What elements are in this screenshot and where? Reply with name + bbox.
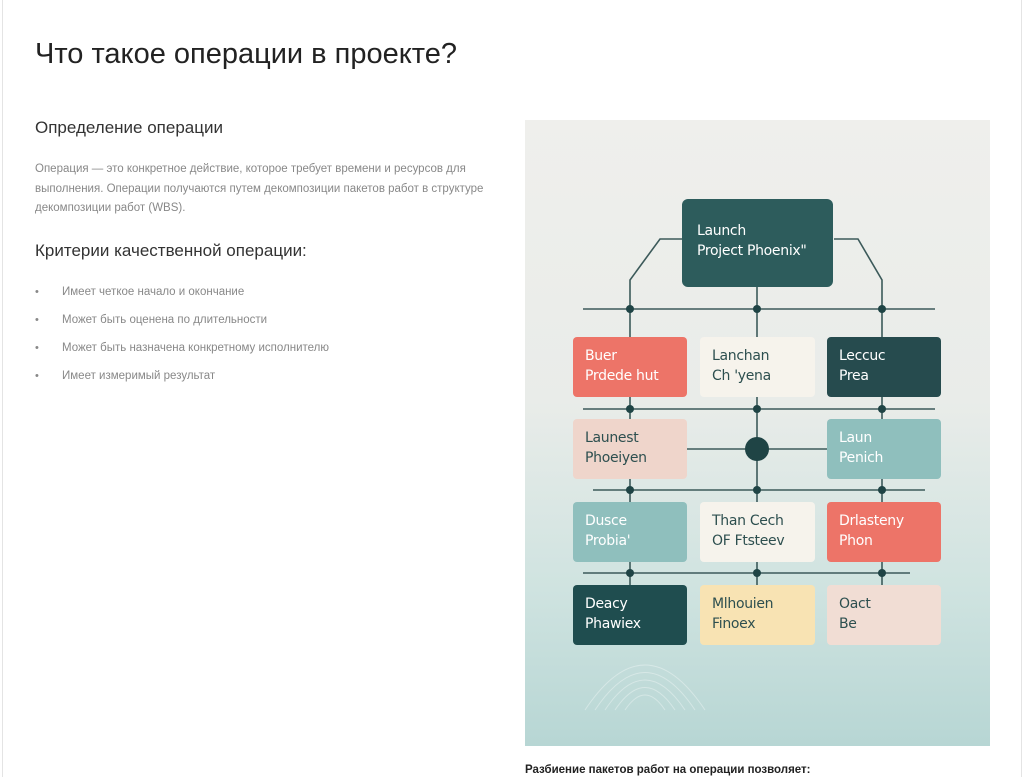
wbs-diagram-image: Launch Project Phoenix" Buer Prdede hut … <box>525 120 990 746</box>
bullet-icon: • <box>35 286 39 298</box>
node-line-1: Launest <box>585 430 639 446</box>
node-line-2: Project Phoenix" <box>697 243 807 259</box>
node-line-1: Than Cech <box>712 513 784 529</box>
slide-title: Что такое операции в проекте? <box>35 38 457 70</box>
criteria-item: • Может быть оценена по длительности <box>35 311 329 339</box>
diagram-root-node: Launch Project Phoenix" <box>682 199 833 287</box>
node-line-2: Penich <box>839 450 884 466</box>
node-line-2: Phoeiyen <box>585 450 647 466</box>
criteria-item-text: Может быть назначена конкретному исполни… <box>62 342 330 354</box>
node-line-1: Launch <box>697 223 746 239</box>
criteria-item-text: Имеет четкое начало и окончание <box>62 286 245 298</box>
diagram-node: Mlhouien Finoex <box>700 585 815 645</box>
node-line-2: Ch 'yena <box>712 368 771 384</box>
criteria-item: • Имеет измеримый результат <box>35 367 329 395</box>
criteria-item-text: Имеет измеримый результат <box>62 370 216 382</box>
node-line-1: Laun <box>839 430 872 446</box>
diagram-node: Deacy Phawiex <box>573 585 687 645</box>
node-line-2: Prdede hut <box>585 368 659 384</box>
node-line-2: Prea <box>839 368 869 384</box>
node-line-2: OF Ftsteev <box>712 533 785 549</box>
criteria-item: • Может быть назначена конкретному исполн… <box>35 339 329 367</box>
node-line-1: Deacy <box>585 596 628 612</box>
diagram-node: Lanchan Ch 'yena <box>700 337 815 397</box>
node-line-1: Oact <box>839 596 871 612</box>
criteria-item: • Имеет четкое начало и окончание <box>35 283 329 311</box>
diagram-node: Oact Be <box>827 585 941 645</box>
bullet-icon: • <box>35 314 39 326</box>
node-line-1: Mlhouien <box>712 596 774 612</box>
definition-heading: Определение операции <box>35 118 223 137</box>
diagram-node: Buer Prdede hut <box>573 337 687 397</box>
node-line-1: Dusce <box>585 513 627 529</box>
node-line-1: Leccuc <box>839 348 886 364</box>
criteria-item-text: Может быть оценена по длительности <box>62 314 268 326</box>
bullet-icon: • <box>35 342 39 354</box>
node-line-2: Probia' <box>585 533 631 549</box>
diagram-node: Dusce Probia' <box>573 502 687 562</box>
node-line-1: Drlasteny <box>839 513 904 529</box>
node-line-1: Lanchan <box>712 348 770 364</box>
criteria-list: • Имеет четкое начало и окончание • Может … <box>35 283 329 395</box>
diagram-node: Drlasteny Phon <box>827 502 941 562</box>
node-line-2: Phon <box>839 533 873 549</box>
node-line-1: Buer <box>585 348 617 364</box>
node-line-2: Finoex <box>712 616 756 632</box>
diagram-node: Launest Phoeiyen <box>573 419 687 479</box>
diagram-node: Leccuc Prea <box>827 337 941 397</box>
definition-text: Операция — это конкретное действие, кото… <box>35 163 484 214</box>
bullet-icon: • <box>35 370 39 382</box>
diagram-node: Than Cech OF Ftsteev <box>700 502 815 562</box>
criteria-heading: Критерии качественной операции: <box>35 241 307 260</box>
node-line-2: Phawiex <box>585 616 641 632</box>
node-line-2: Be <box>839 616 857 632</box>
connector-lines <box>583 238 935 711</box>
diagram-node: Laun Penich <box>827 419 941 479</box>
figure-caption: Разбиение пакетов работ на операции позв… <box>525 764 811 776</box>
